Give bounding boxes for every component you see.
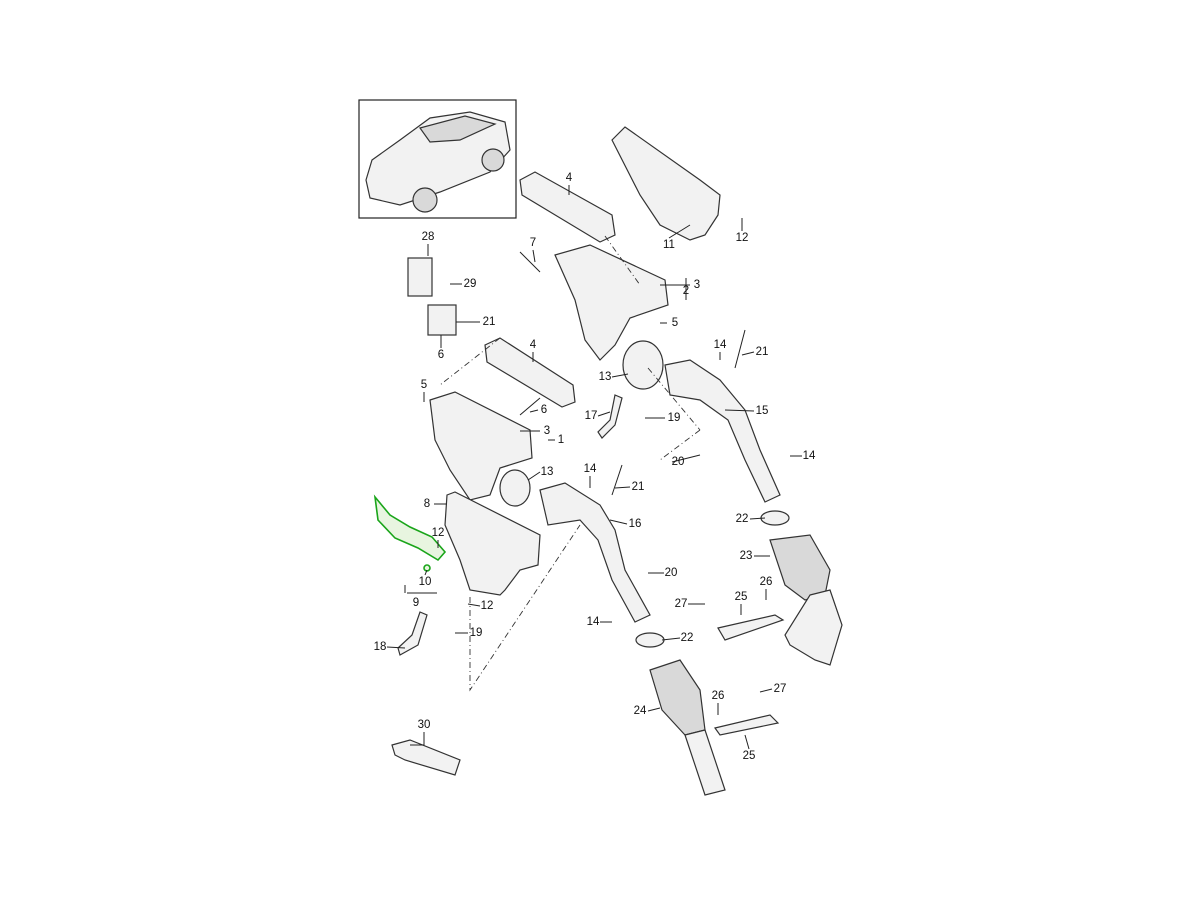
callout-7[interactable]: 7 xyxy=(530,237,536,249)
gasket-13-lower[interactable] xyxy=(499,469,531,507)
sensor-21-upper[interactable] xyxy=(734,329,746,369)
callout-22[interactable]: 22 xyxy=(681,632,694,644)
callout-2[interactable]: 2 xyxy=(683,285,689,297)
callout-12[interactable]: 12 xyxy=(481,600,494,612)
callout-20[interactable]: 20 xyxy=(672,456,685,468)
callout-25[interactable]: 25 xyxy=(743,750,756,762)
bracket-25-left[interactable] xyxy=(713,714,780,736)
callout-16[interactable]: 16 xyxy=(629,518,642,530)
sensor-21-lower[interactable] xyxy=(611,464,623,496)
sensor-7[interactable] xyxy=(519,251,541,273)
callout-28[interactable]: 28 xyxy=(422,231,435,243)
callout-26[interactable]: 26 xyxy=(712,690,725,702)
gasket-22-right[interactable] xyxy=(760,510,790,526)
catalytic-converter-23[interactable] xyxy=(769,534,831,601)
callout-27[interactable]: 27 xyxy=(675,598,688,610)
callout-14[interactable]: 14 xyxy=(803,450,816,462)
callout-4[interactable]: 4 xyxy=(530,339,537,351)
callout-9[interactable]: 9 xyxy=(413,597,419,609)
callout-21[interactable]: 21 xyxy=(756,346,769,358)
callout-22[interactable]: 22 xyxy=(736,513,749,525)
catalytic-converter-24[interactable] xyxy=(649,659,706,736)
bracket-17[interactable] xyxy=(597,394,623,439)
callout-19[interactable]: 19 xyxy=(668,412,681,424)
callout-14[interactable]: 14 xyxy=(584,463,597,475)
callout-12[interactable]: 12 xyxy=(432,527,445,539)
callout-13[interactable]: 13 xyxy=(541,466,554,478)
callout-5[interactable]: 5 xyxy=(421,379,427,391)
callout-5[interactable]: 5 xyxy=(672,317,678,329)
paste-tube-30[interactable] xyxy=(391,739,461,776)
vehicle-thumbnail xyxy=(358,99,517,219)
callout-27[interactable]: 27 xyxy=(774,683,787,695)
callout-29[interactable]: 29 xyxy=(464,278,477,290)
callout-21[interactable]: 21 xyxy=(632,481,645,493)
sensor-6[interactable] xyxy=(519,397,541,416)
callout-15[interactable]: 15 xyxy=(756,405,769,417)
gasket-4-upper[interactable] xyxy=(519,171,616,243)
connector-28[interactable] xyxy=(407,257,433,297)
callout-19[interactable]: 19 xyxy=(470,627,483,639)
callout-1[interactable]: 1 xyxy=(558,434,564,446)
heat-shield-bracket-9[interactable] xyxy=(373,494,447,562)
manifold-1[interactable] xyxy=(429,391,533,501)
callout-6[interactable]: 6 xyxy=(438,349,444,361)
gasket-22-left[interactable] xyxy=(635,632,665,648)
callout-10[interactable]: 10 xyxy=(419,576,432,588)
callout-25[interactable]: 25 xyxy=(735,591,748,603)
callout-8[interactable]: 8 xyxy=(424,498,430,510)
callout-4[interactable]: 4 xyxy=(566,172,573,184)
heat-shield-11[interactable] xyxy=(611,126,721,241)
pipe-16[interactable] xyxy=(539,482,651,623)
callout-13[interactable]: 13 xyxy=(599,371,612,383)
callout-14[interactable]: 14 xyxy=(587,616,600,628)
callout-11[interactable]: 11 xyxy=(663,239,675,251)
connector-6[interactable] xyxy=(427,304,457,336)
tailpipe-24 xyxy=(684,729,726,796)
callout-26[interactable]: 26 xyxy=(760,576,773,588)
callout-12[interactable]: 12 xyxy=(736,232,749,244)
callout-3[interactable]: 3 xyxy=(544,425,550,437)
tailpipe-23 xyxy=(784,589,843,666)
callout-24[interactable]: 24 xyxy=(634,705,647,717)
callout-18[interactable]: 18 xyxy=(374,641,387,653)
pipe-15[interactable] xyxy=(664,359,781,503)
bracket-18[interactable] xyxy=(397,611,428,656)
manifold-2[interactable] xyxy=(554,244,669,361)
callout-30[interactable]: 30 xyxy=(418,719,431,731)
bracket-25-right[interactable] xyxy=(717,614,785,641)
callout-20[interactable]: 20 xyxy=(665,567,678,579)
callout-21[interactable]: 21 xyxy=(483,316,496,328)
callout-6[interactable]: 6 xyxy=(541,404,547,416)
heat-shield-8[interactable] xyxy=(444,491,541,596)
callout-17[interactable]: 17 xyxy=(585,410,598,422)
callout-14[interactable]: 14 xyxy=(714,339,727,351)
gasket-13-upper[interactable] xyxy=(622,340,664,390)
callout-3[interactable]: 3 xyxy=(694,279,700,291)
callout-23[interactable]: 23 xyxy=(740,550,753,562)
